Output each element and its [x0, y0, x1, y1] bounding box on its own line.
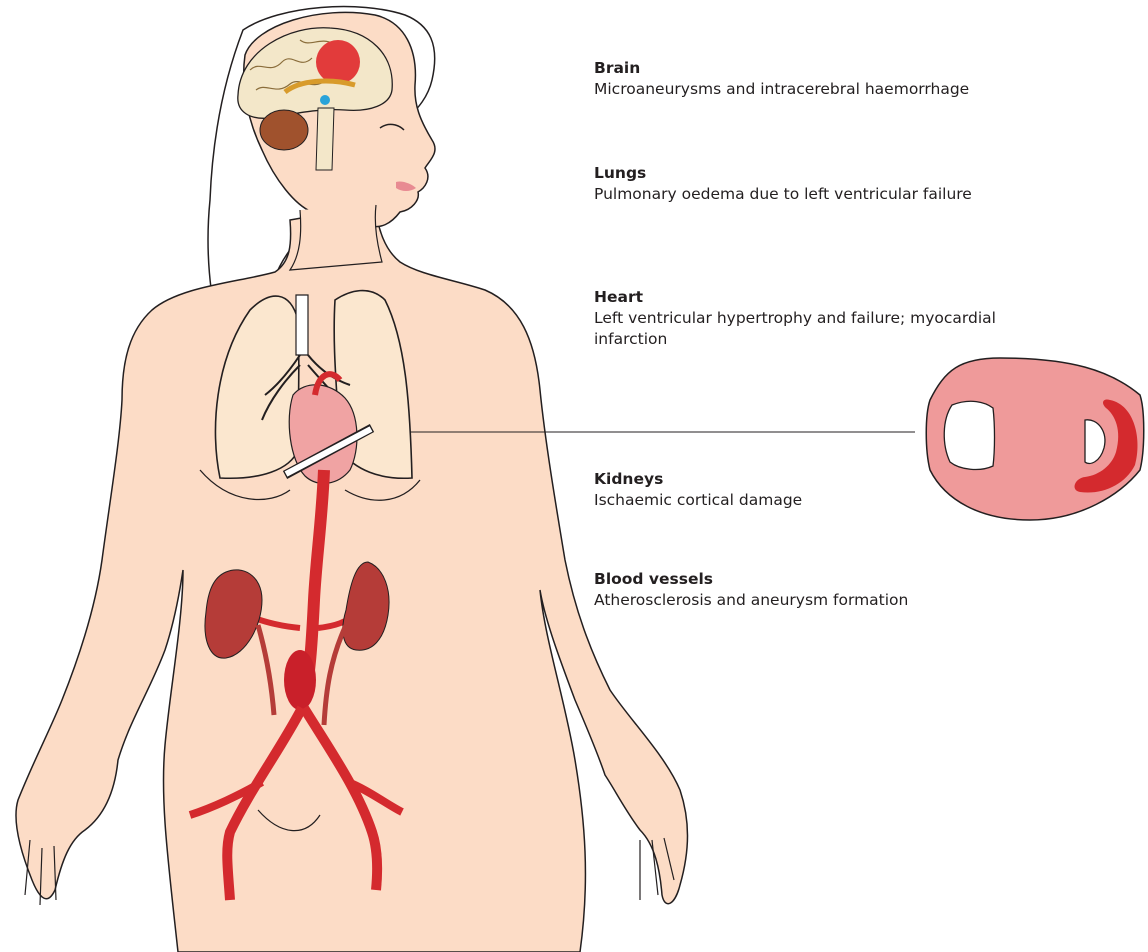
trachea	[296, 295, 308, 355]
callout-blood-vessels-description: Atherosclerosis and aneurysm formation	[594, 590, 1034, 611]
callout-brain-heading: Brain	[594, 58, 1034, 79]
callout-kidneys-description: Ischaemic cortical damage	[594, 490, 1034, 511]
neck	[290, 205, 382, 270]
callout-kidneys: Kidneys Ischaemic cortical damage	[594, 469, 1034, 511]
callout-brain-description: Microaneurysms and intracerebral haemorr…	[594, 79, 1034, 100]
callout-heart-heading: Heart	[594, 287, 1034, 308]
aortic-aneurysm	[284, 650, 316, 710]
cerebellum	[260, 110, 308, 150]
callout-blood-vessels-heading: Blood vessels	[594, 569, 1034, 590]
callout-lungs-heading: Lungs	[594, 163, 1034, 184]
callout-brain: Brain Microaneurysms and intracerebral h…	[594, 58, 1034, 100]
brainstem	[316, 108, 334, 170]
callout-lungs: Lungs Pulmonary oedema due to left ventr…	[594, 163, 1034, 205]
callout-kidneys-heading: Kidneys	[594, 469, 1034, 490]
callout-heart: Heart Left ventricular hypertrophy and f…	[594, 287, 1034, 350]
callout-blood-vessels: Blood vessels Atherosclerosis and aneury…	[594, 569, 1034, 611]
intracerebral-haemorrhage	[316, 40, 360, 84]
callout-lungs-description: Pulmonary oedema due to left ventricular…	[594, 184, 1034, 205]
callout-heart-description: Left ventricular hypertrophy and failure…	[594, 308, 1034, 350]
right-ventricle-cavity	[944, 401, 994, 469]
ventricle	[320, 95, 330, 105]
